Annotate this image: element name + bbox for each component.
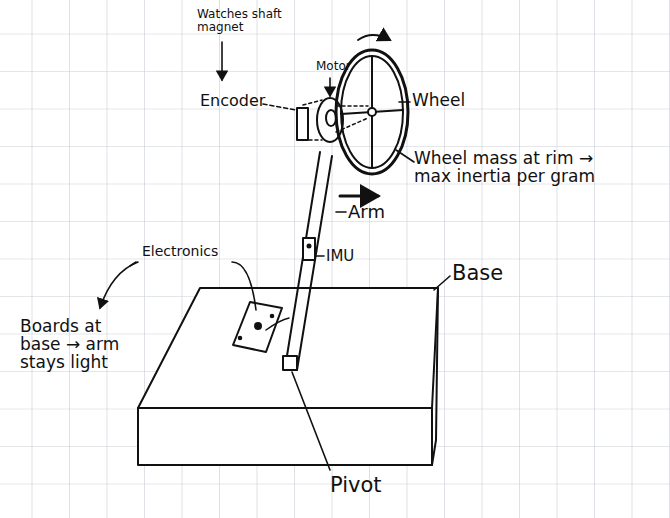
note: Boards at base → arm stays light xyxy=(20,318,138,372)
part-label: Wheel xyxy=(412,92,492,110)
part-label: Arm xyxy=(348,203,408,222)
motor xyxy=(297,98,368,142)
electronics-board xyxy=(233,302,289,352)
part-label: Electronics xyxy=(142,244,242,259)
note: Watches shaft magnet xyxy=(197,8,307,33)
note: Wheel mass at rim → max inertia per gram xyxy=(414,150,619,186)
part-label: Motor xyxy=(316,60,376,73)
arm xyxy=(283,152,332,370)
part-label: Base xyxy=(452,262,532,284)
base-block xyxy=(138,288,438,465)
part-label: Encoder xyxy=(200,93,280,110)
wheel xyxy=(336,35,408,174)
force-arrow xyxy=(340,195,378,198)
leader-lines xyxy=(100,42,450,470)
part-label: Pivot xyxy=(330,474,410,496)
part-label: IMU xyxy=(326,249,386,265)
